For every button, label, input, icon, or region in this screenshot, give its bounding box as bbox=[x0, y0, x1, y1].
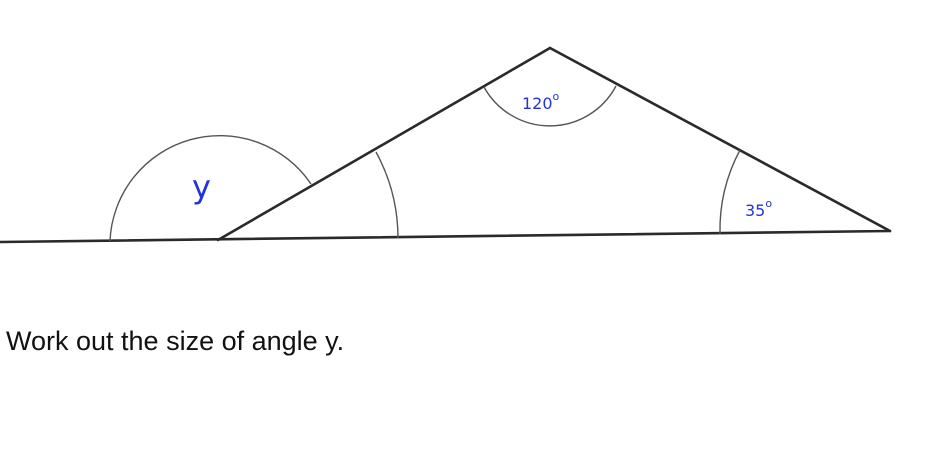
apex-angle-arc bbox=[483, 85, 617, 127]
exterior-angle-arc bbox=[109, 135, 312, 242]
triangle-left-side bbox=[216, 46, 552, 242]
triangle-right-side bbox=[548, 46, 892, 233]
interior-left-angle-arc bbox=[375, 151, 399, 239]
triangle-angle-diagram: 120o 35o y bbox=[0, 46, 892, 244]
right-angle-arc bbox=[719, 149, 741, 235]
straight-line bbox=[0, 229, 892, 244]
exterior-angle-label: y bbox=[192, 168, 211, 206]
apex-angle-label: 120o bbox=[522, 90, 560, 113]
question-text: Work out the size of angle y. bbox=[6, 326, 345, 356]
right-angle-label: 35o bbox=[745, 197, 772, 220]
